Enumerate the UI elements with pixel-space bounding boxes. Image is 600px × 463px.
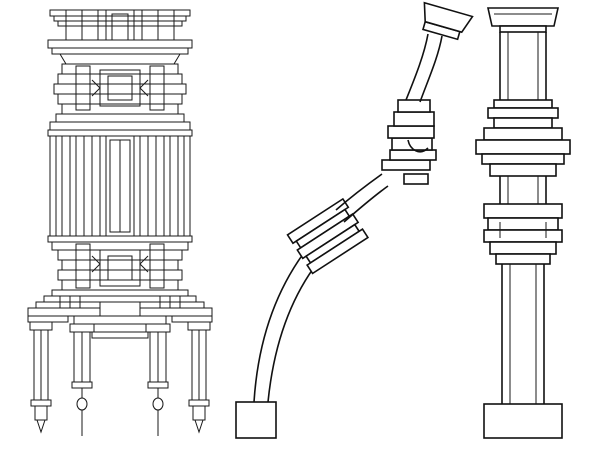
bent-column-capital bbox=[422, 1, 474, 41]
bent-column-middle-collar bbox=[286, 197, 370, 275]
bent-column-base-block bbox=[235, 401, 277, 439]
tower-upper-band bbox=[47, 53, 193, 137]
straight-column-upper-shaft bbox=[499, 32, 547, 100]
straight-column-middle-collar bbox=[475, 99, 571, 177]
tower-shaft bbox=[49, 135, 191, 237]
tower-lower-band bbox=[47, 235, 193, 300]
tower-outer-legs bbox=[29, 321, 211, 434]
straight-column-capital bbox=[487, 7, 559, 33]
bent-column-shaft-left-edge bbox=[253, 249, 307, 403]
bent-column-figure bbox=[235, 1, 474, 439]
straight-column-base-block bbox=[483, 403, 563, 439]
ornate-tower-figure bbox=[27, 9, 213, 436]
bent-column-shaft-right-edge bbox=[267, 261, 319, 403]
tower-top-capital bbox=[47, 9, 193, 55]
bent-column-upper-shaft bbox=[405, 33, 429, 101]
tower-base-platform bbox=[27, 289, 213, 339]
tower-inner-pendants bbox=[69, 323, 171, 436]
straight-column-lower-shaft bbox=[501, 264, 545, 404]
bent-column-upper-collar bbox=[381, 99, 437, 185]
straight-column-lower-collar bbox=[483, 203, 563, 265]
straight-column-figure bbox=[475, 7, 571, 439]
